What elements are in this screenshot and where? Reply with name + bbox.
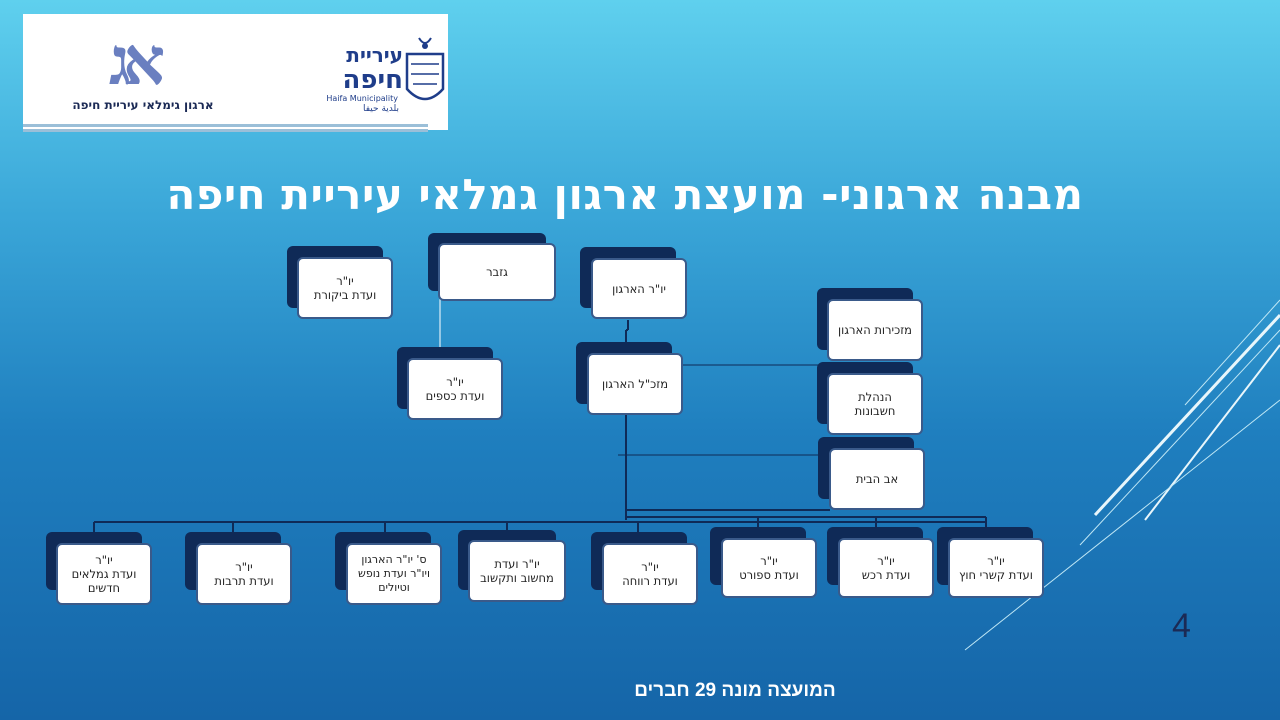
node-purchase-label: יו"ר ועדת רכש (838, 538, 934, 598)
org-logo-caption: ארגון גימלאי עיריית חיפה (72, 98, 214, 112)
node-foreign-label: יו"ר ועדת קשרי חוץ (948, 538, 1044, 598)
org-logo: אג (108, 22, 165, 100)
node-audit-label: יו"ר ועדת ביקורת (297, 257, 393, 319)
node-vice-chair-label: ס' יו"ר הארגון ויו"ר ועדת נופש וטיולים (346, 543, 442, 605)
page-number: 4 (1172, 607, 1191, 645)
node-director-label: מזכ"ל הארגון (587, 353, 683, 415)
city-logo-en: Haifa Municipality (326, 94, 398, 103)
footer-note: המועצה מונה 29 חברים (634, 680, 836, 701)
node-sport-label: יו"ר ועדת ספורט (721, 538, 817, 598)
city-logo-line2: חיפה (342, 65, 403, 95)
logo-stripe (23, 129, 428, 132)
node-treasurer-label: גזבר (438, 243, 556, 301)
city-logo-ar: بلدية حيفا (363, 104, 399, 114)
node-culture-label: יו"ר ועדת תרבות (196, 543, 292, 605)
logo-stripe (23, 124, 428, 127)
logo-banner: אג ארגון גימלאי עיריית חיפה עיריית חיפה … (23, 14, 448, 132)
node-finance-label: יו"ר ועדת כספים (407, 358, 503, 420)
city-logo-line1: עיריית (346, 43, 403, 67)
page-title: מבנה ארגוני- מועצת ארגון גמלאי עיריית חי… (166, 170, 1084, 219)
node-caretaker-label: אב הבית (829, 448, 925, 510)
city-logo-name: עיריית חיפה (323, 44, 403, 94)
node-secretariat-label: מזכירות הארגון (827, 299, 923, 361)
node-welfare-label: יו"ר ועדת רווחה (602, 543, 698, 605)
node-chair-label: יו"ר הארגון (591, 258, 687, 319)
node-computing-label: יו"ר ועדת מחשוב ותקשוב (468, 540, 566, 602)
city-emblem-icon (405, 37, 445, 101)
node-accounting-label: הנהלת חשבונות (827, 373, 923, 435)
node-new-retirees-label: יו"ר ועדת גמלאים חדשים (56, 543, 152, 605)
